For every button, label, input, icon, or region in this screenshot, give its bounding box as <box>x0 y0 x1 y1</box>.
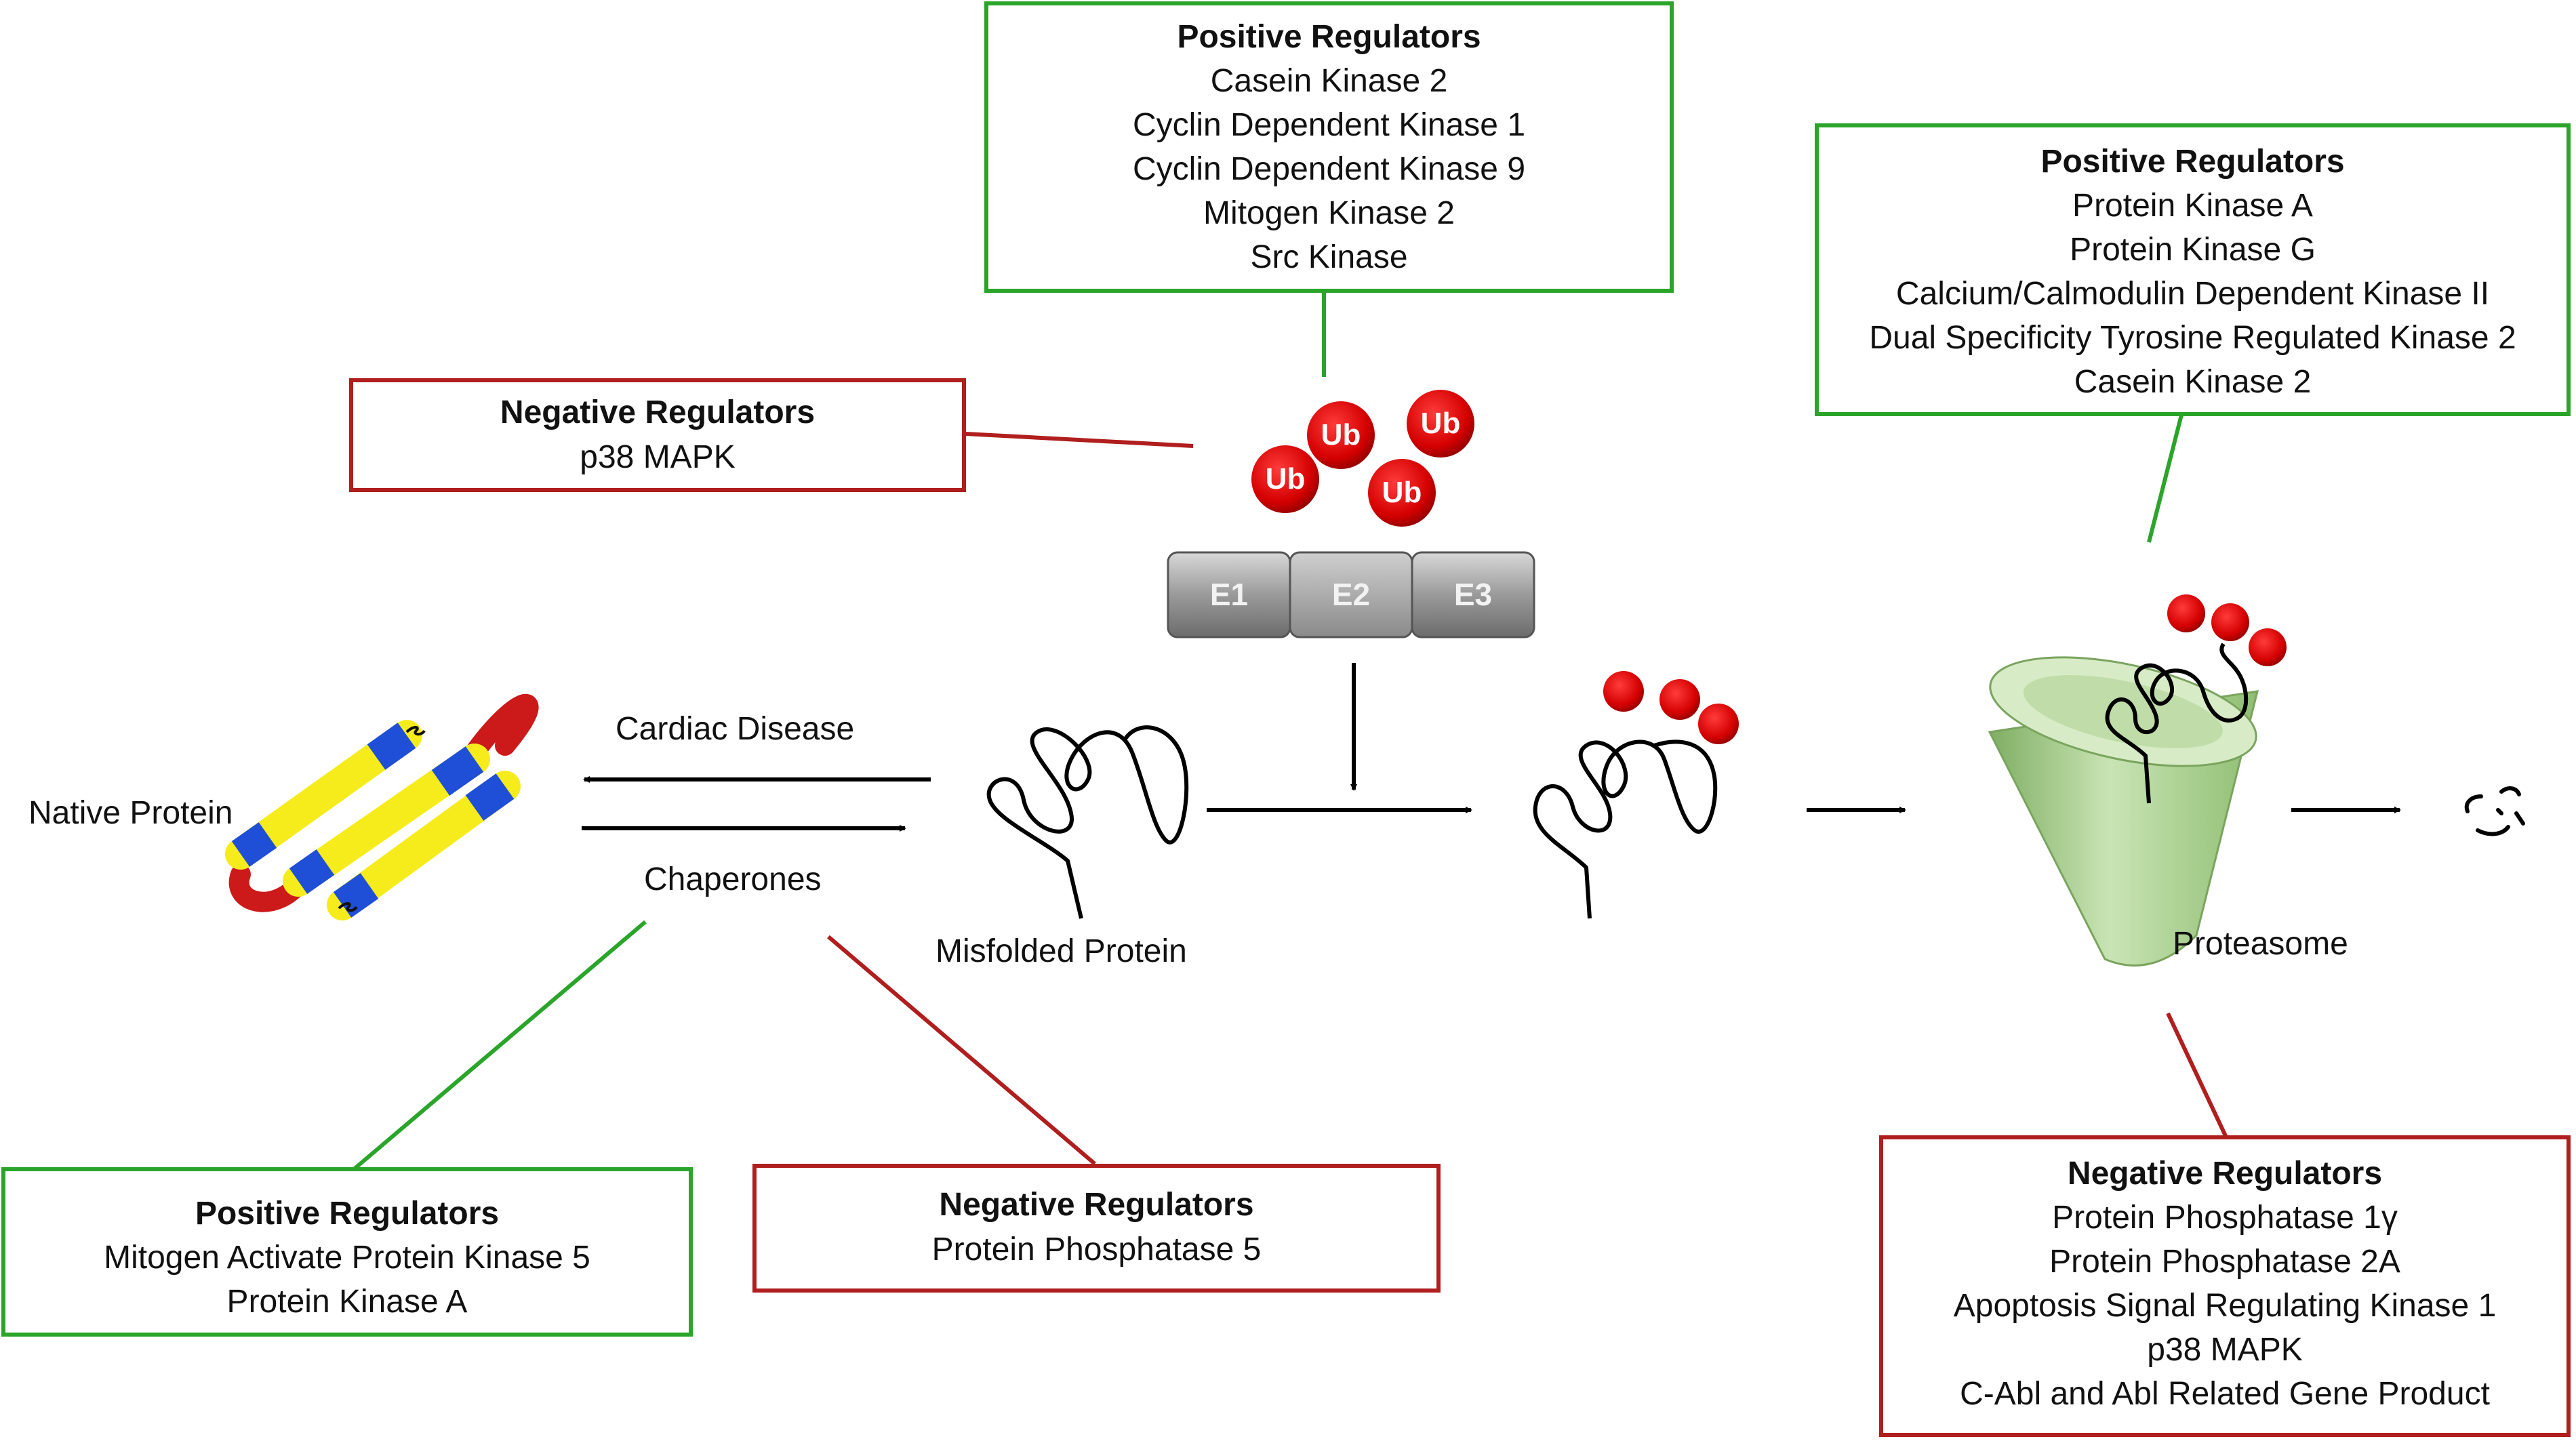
ubiquitinated-protein-illustration <box>1533 739 1718 919</box>
e3-box <box>1411 551 1535 638</box>
regulator-item: Dual Specificity Tyrosine Regulated Kina… <box>1869 320 2516 356</box>
ubiquitin-label: Ub <box>1382 476 1422 509</box>
regulator-item: Cyclin Dependent Kinase 9 <box>1132 151 1526 187</box>
ubiquitin-ball <box>1251 445 1319 513</box>
peptide-fragments-illustration <box>2464 786 2525 836</box>
proteasome-positive-regulators-box: Positive Regulators Protein Kinase A Pro… <box>1815 123 2571 416</box>
regulator-item: Apoptosis Signal Regulating Kinase 1 <box>1953 1288 2497 1324</box>
ubiquitination-positive-regulators-box: Positive Regulators Casein Kinase 2 Cycl… <box>984 1 1674 293</box>
regulator-item: p38 MAPK <box>580 439 736 475</box>
box-heading: Positive Regulators <box>2040 144 2345 180</box>
regulator-item: Protein Phosphatase 5 <box>931 1232 1262 1267</box>
connector-chaperone-negative <box>827 935 1096 1166</box>
proteasome-illustration <box>1988 594 2287 967</box>
proteasome-negative-regulators-box: Negative Regulators Protein Phosphatase … <box>1879 1135 2571 1437</box>
cardiac-disease-label: Cardiac Disease <box>616 711 855 747</box>
regulator-item: Protein Phosphatase 1γ <box>2052 1200 2398 1236</box>
box-heading: Negative Regulators <box>500 394 816 430</box>
proteasome-label: Proteasome <box>2173 926 2348 962</box>
e2-label: E2 <box>1331 577 1371 612</box>
e1-label: E1 <box>1209 577 1249 612</box>
box-heading: Negative Regulators <box>2067 1156 2383 1192</box>
ubiquitin-ball <box>1407 390 1474 458</box>
free-ubiquitin-group <box>1251 390 1474 527</box>
ubiquitin-label: Ub <box>1321 418 1361 451</box>
regulator-item: Protein Kinase A <box>2072 188 2313 224</box>
misfolded-protein-illustration <box>986 725 1189 919</box>
box-heading: Positive Regulators <box>1177 19 1481 55</box>
box-heading: Negative Regulators <box>939 1187 1254 1223</box>
ubiquitin-chain-protein <box>1603 671 1739 744</box>
ubiquitination-negative-regulators-box: Negative Regulators p38 MAPK <box>349 378 966 492</box>
connector-proteasome-positive <box>2147 414 2183 543</box>
e3-label: E3 <box>1453 577 1493 612</box>
e1-e2-e3-enzymes <box>1167 551 1535 638</box>
native-protein-illustration <box>225 693 539 920</box>
regulator-item: Mitogen Activate Protein Kinase 5 <box>104 1240 590 1276</box>
misfolded-protein-label: Misfolded Protein <box>935 933 1187 969</box>
ubiquitin-ball <box>1368 459 1436 527</box>
regulator-item: Protein Phosphatase 2A <box>2049 1244 2400 1280</box>
regulator-item: C-Abl and Abl Related Gene Product <box>1960 1376 2490 1412</box>
connector-ub-negative <box>965 432 1194 448</box>
regulator-item: Calcium/Calmodulin Dependent Kinase II <box>1895 276 2490 312</box>
regulator-item: Src Kinase <box>1250 239 1408 275</box>
regulator-item: Casein Kinase 2 <box>2074 364 2312 400</box>
ubiquitin-ball <box>1307 401 1375 469</box>
ubiquitin-label: Ub <box>1420 407 1461 440</box>
connector-proteasome-negative <box>2166 1012 2229 1140</box>
regulator-item: Casein Kinase 2 <box>1210 63 1448 99</box>
ubiquitin-label: Ub <box>1265 462 1306 495</box>
native-protein-label: Native Protein <box>28 795 233 831</box>
chaperone-positive-regulators-box: Positive Regulators Mitogen Activate Pro… <box>1 1167 693 1337</box>
connector-chaperone-positive <box>353 920 647 1171</box>
chaperones-label: Chaperones <box>644 861 822 897</box>
chaperone-negative-regulators-box: Negative Regulators Protein Phosphatase … <box>752 1164 1441 1293</box>
regulator-item: Protein Kinase G <box>2070 232 2316 268</box>
regulator-item: Protein Kinase A <box>226 1284 468 1320</box>
box-heading: Positive Regulators <box>195 1196 500 1232</box>
regulator-item: Mitogen Kinase 2 <box>1203 195 1455 231</box>
regulator-item: p38 MAPK <box>2147 1332 2303 1368</box>
regulator-item: Cyclin Dependent Kinase 1 <box>1132 107 1526 143</box>
